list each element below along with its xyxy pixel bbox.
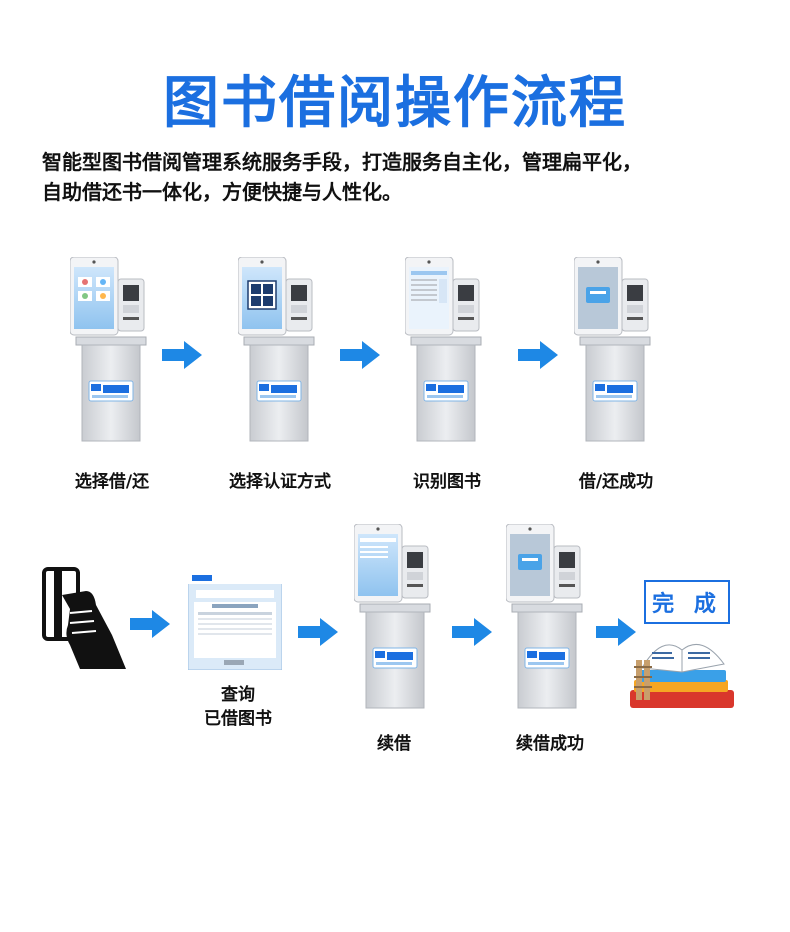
page-title: 图书借阅操作流程 [163,71,627,136]
kiosk-borrow-success [574,257,651,442]
arrow-right-icon [518,341,558,369]
arrow-right-icon [162,341,202,369]
step-label-query-line-2: 已借图书 [204,709,272,729]
hand-card-icon [42,567,126,669]
step-label-renew: 续借 [377,734,411,754]
kiosk-renew-success [506,524,583,709]
step-label-borrow-success: 借/还成功 [578,472,654,492]
kiosk-identify-book [405,257,482,442]
arrow-right-icon [340,341,380,369]
arrow-right-icon [298,618,338,646]
step-label-renew-success: 续借成功 [516,734,584,754]
step-label-select-auth: 选择认证方式 [229,472,331,492]
description-line-2: 自助借还书一体化，方便快捷与人性化。 [42,180,402,204]
step-label-query-line-1: 查询 [221,685,255,705]
step-label-select-borrow-return: 选择借/还 [74,472,150,492]
query-borrowed-screen [188,572,282,670]
arrow-right-icon [596,618,636,646]
kiosk-select-borrow-return [70,257,147,442]
arrow-right-icon [452,618,492,646]
kiosk-select-auth [238,257,315,442]
arrow-right-icon [130,610,170,638]
done-badge: 完 成 [644,580,730,624]
kiosk-renew [354,524,431,709]
step-label-identify-book: 识别图书 [413,472,481,492]
description-line-1: 智能型图书借阅管理系统服务手段，打造服务自主化，管理扁平化， [42,150,642,174]
open-books-icon [630,643,734,708]
